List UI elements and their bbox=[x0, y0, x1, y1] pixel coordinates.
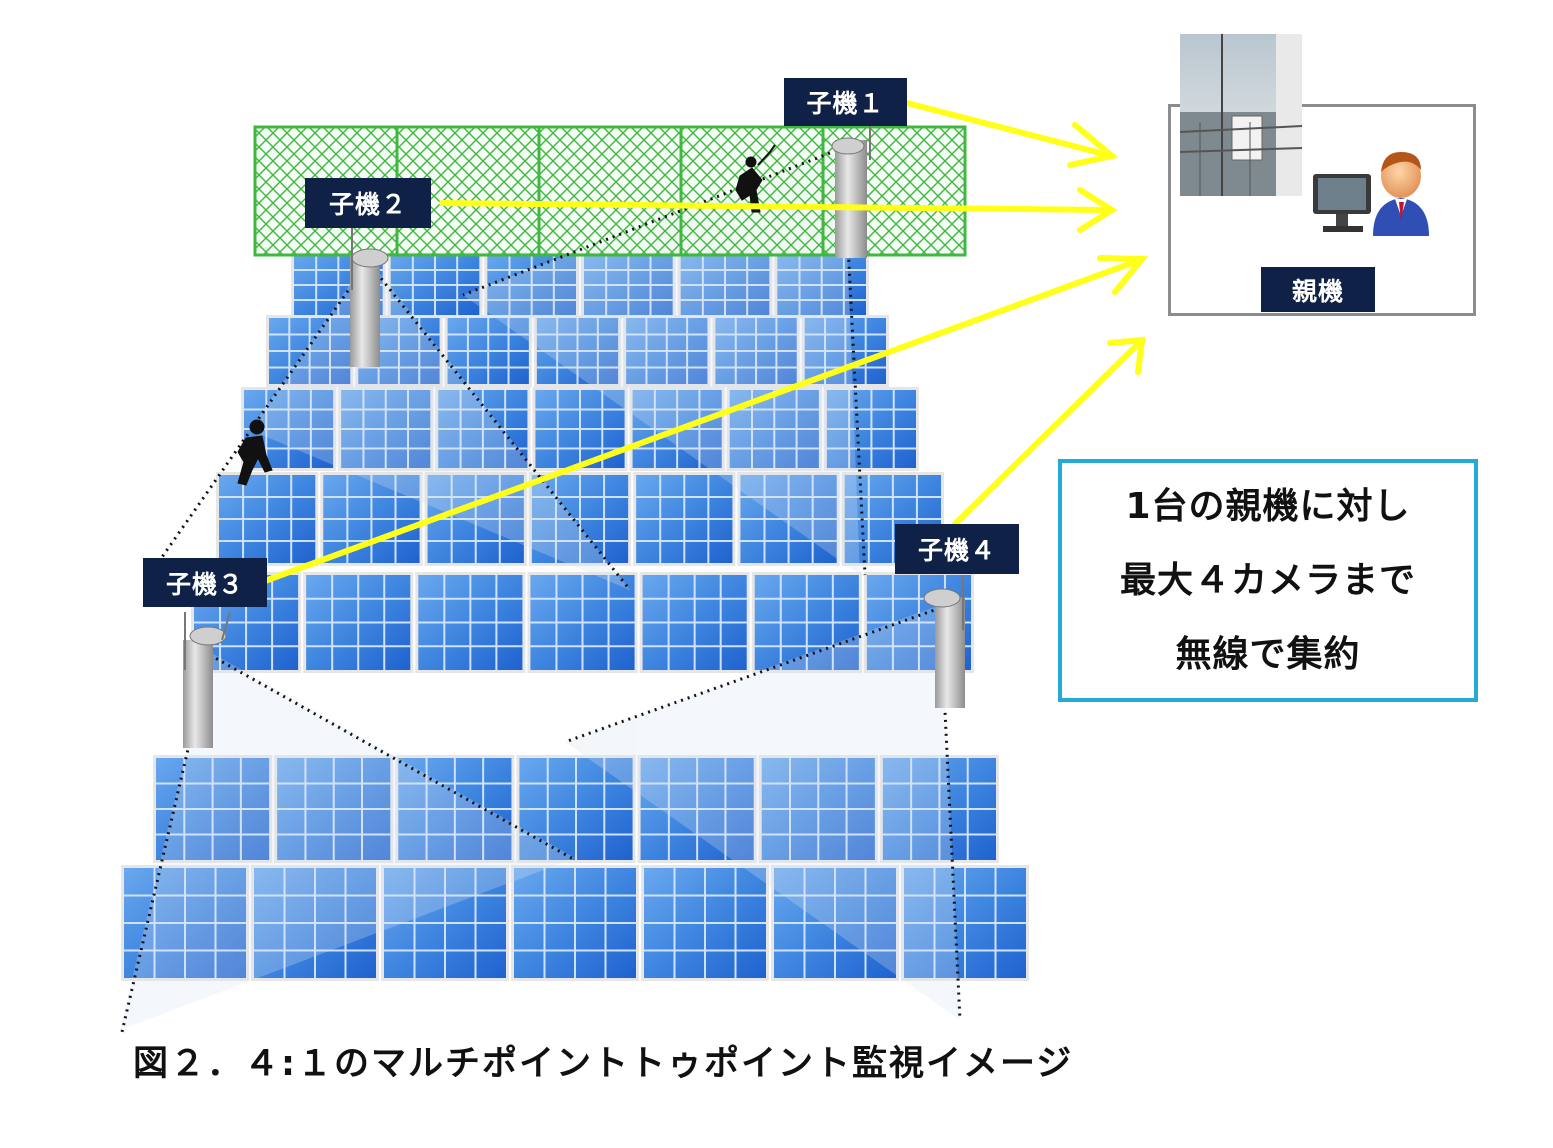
solar-panel-icon bbox=[444, 315, 532, 387]
solar-panel-icon bbox=[532, 387, 628, 471]
solar-panel-icon bbox=[303, 572, 414, 673]
solar-panel-field bbox=[121, 252, 1029, 981]
info-line-2: 最大４カメラまで bbox=[1119, 559, 1416, 601]
solar-panel-icon bbox=[801, 315, 889, 387]
info-line-3: 無線で集約 bbox=[1175, 633, 1361, 675]
solar-panel-icon bbox=[581, 252, 676, 318]
solar-panel-icon bbox=[338, 387, 434, 471]
solar-panel-icon bbox=[251, 865, 379, 981]
operator-icon bbox=[1313, 152, 1429, 236]
solar-panel-icon bbox=[712, 315, 800, 387]
solar-panel-icon bbox=[415, 572, 526, 673]
solar-panel-icon bbox=[639, 572, 750, 673]
solar-panel-icon bbox=[901, 865, 1029, 981]
solar-panel-icon bbox=[533, 315, 622, 387]
solar-panel-icon bbox=[395, 755, 515, 863]
camera-pole-icon bbox=[183, 611, 231, 748]
unit3-label: 子機３ bbox=[143, 558, 267, 607]
solar-panel-icon bbox=[484, 252, 579, 318]
unit2-label: 子機２ bbox=[305, 178, 431, 228]
solar-panel-icon bbox=[771, 865, 899, 981]
intruder-icon bbox=[735, 144, 776, 213]
master-station-box: 親機 bbox=[1168, 34, 1476, 316]
solar-panel-icon bbox=[511, 865, 639, 981]
antenna-icon bbox=[1180, 34, 1302, 196]
solar-panel-icon bbox=[758, 755, 878, 863]
info-line-1: 1台の親機に対し bbox=[1125, 485, 1411, 527]
info-box: 1台の親機に対し 最大４カメラまで 無線で集約 bbox=[1058, 459, 1478, 702]
unit1-label: 子機１ bbox=[784, 78, 907, 126]
figure-caption: 図２．４:１のマルチポイントトゥポイント監視イメージ bbox=[133, 1044, 1074, 1084]
camera-pole-icon bbox=[831, 100, 871, 258]
master-label: 親機 bbox=[1261, 267, 1375, 312]
solar-panel-icon bbox=[737, 472, 840, 566]
solar-panel-icon bbox=[637, 755, 757, 863]
solar-panel-icon bbox=[121, 865, 249, 981]
solar-panel-icon bbox=[623, 315, 711, 387]
solar-panel-icon bbox=[516, 755, 636, 863]
solar-panel-icon bbox=[823, 387, 919, 471]
solar-panel-icon bbox=[266, 315, 354, 387]
camera-pole-icon bbox=[350, 228, 389, 367]
solar-panel-icon bbox=[435, 387, 531, 471]
solar-panel-icon bbox=[774, 252, 869, 318]
solar-panel-icon bbox=[381, 865, 509, 981]
solar-panel-icon bbox=[879, 755, 999, 863]
intruder-icon bbox=[237, 419, 273, 486]
solar-panel-icon bbox=[274, 755, 394, 863]
solar-panel-icon bbox=[216, 472, 319, 566]
solar-panel-icon bbox=[726, 387, 822, 471]
solar-panel-icon bbox=[633, 472, 736, 566]
wireless-arrows bbox=[262, 100, 1149, 584]
solar-panel-icon bbox=[677, 252, 773, 318]
camera-pole-icon bbox=[923, 575, 965, 708]
solar-panel-icon bbox=[320, 472, 423, 566]
unit4-label: 子機４ bbox=[895, 524, 1019, 574]
solar-panel-icon bbox=[527, 572, 638, 673]
solar-panel-icon bbox=[153, 755, 273, 863]
solar-panel-icon bbox=[641, 865, 769, 981]
solar-panel-icon bbox=[528, 472, 632, 566]
